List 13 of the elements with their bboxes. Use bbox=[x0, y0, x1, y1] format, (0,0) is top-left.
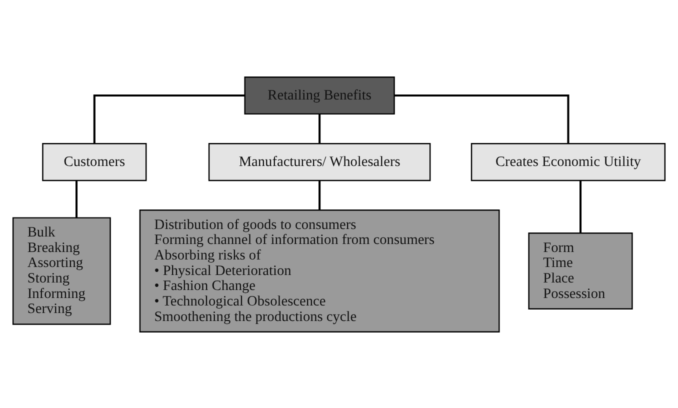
node-box: Customers bbox=[42, 142, 147, 181]
connector bbox=[93, 94, 245, 143]
node-box: Form Time Place Possession bbox=[528, 232, 633, 309]
connector bbox=[318, 114, 321, 144]
connector bbox=[75, 180, 78, 218]
node-box: Manufacturers/ Wholesalers bbox=[208, 142, 431, 181]
node-box: Retailing Benefits bbox=[244, 76, 395, 114]
node-box: Creates Economic Utility bbox=[470, 142, 666, 181]
node-box: Bulk Breaking Assorting Storing Informing Serving bbox=[12, 216, 111, 324]
node-box: Distribution of goods to consumers Forming channel of information from consumers Absorbing risks of • Physical Deterioration • Fashion Change • Technological Obsolescence Smoothening the productions cycle bbox=[139, 209, 500, 332]
connector bbox=[394, 94, 570, 143]
connector bbox=[579, 180, 582, 232]
connector bbox=[318, 180, 321, 210]
